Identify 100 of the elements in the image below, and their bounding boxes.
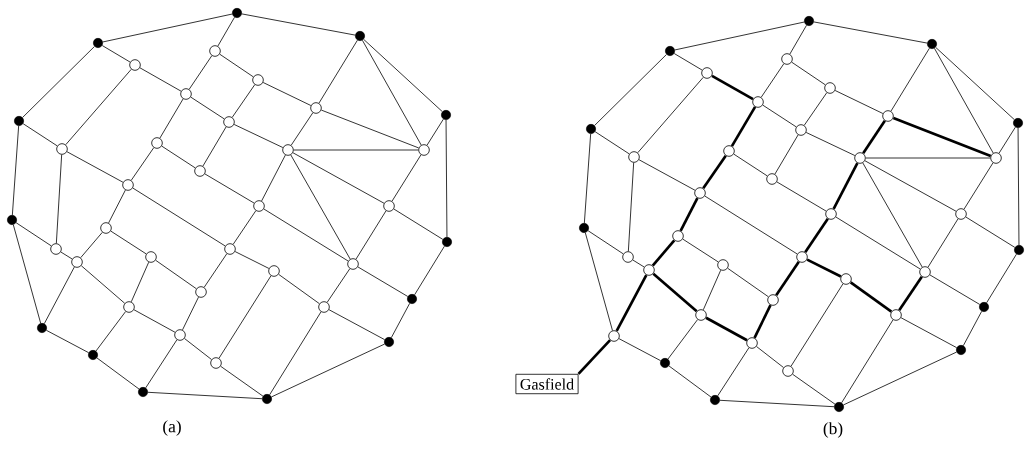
- connector-line: [110, 230, 147, 255]
- filled-node: [586, 124, 596, 134]
- open-node: [71, 256, 83, 268]
- connector-line: [1017, 127, 1020, 246]
- connector-line: [618, 338, 662, 362]
- connector-line: [233, 124, 284, 148]
- open-node: [318, 301, 330, 313]
- connector-line: [60, 251, 73, 260]
- connector-line: [583, 133, 592, 224]
- connector-line: [271, 343, 385, 398]
- connector-line: [328, 309, 386, 341]
- open-node: [50, 243, 62, 255]
- connector-line: [292, 152, 385, 204]
- filled-node: [442, 237, 452, 247]
- open-node: [796, 251, 808, 263]
- connector-line: [231, 84, 256, 118]
- open-node: [209, 45, 221, 57]
- filled-node: [927, 39, 937, 49]
- connector-line: [594, 54, 667, 126]
- connector-line: [102, 13, 233, 43]
- connector-line: [101, 45, 131, 63]
- open-node: [608, 330, 620, 342]
- connector-line: [65, 68, 132, 146]
- open-node: [100, 222, 112, 234]
- connector-line: [363, 38, 443, 113]
- filled-node: [579, 223, 589, 233]
- connector-line: [234, 251, 270, 269]
- open-node: [122, 179, 134, 191]
- connector-line: [55, 154, 63, 244]
- connector-line: [674, 21, 805, 51]
- open-node: [694, 187, 706, 199]
- connector-line: [702, 154, 727, 190]
- connector-line: [95, 311, 126, 352]
- connector-line: [929, 274, 981, 305]
- connector-line: [261, 154, 286, 202]
- connector-line: [762, 104, 797, 128]
- connector-line: [362, 39, 422, 146]
- connector-line: [241, 13, 356, 36]
- connector-line: [719, 399, 835, 408]
- connector-line: [711, 74, 754, 101]
- filled-node: [1014, 245, 1024, 255]
- connector-line: [80, 265, 126, 304]
- connector-line: [22, 123, 58, 147]
- filled-node: [355, 31, 365, 41]
- open-node: [955, 208, 967, 220]
- connector-line: [898, 276, 923, 311]
- connector-line: [232, 210, 257, 245]
- connector-line: [803, 92, 828, 126]
- connector-line: [792, 373, 836, 405]
- open-node: [129, 59, 141, 71]
- open-node: [840, 273, 852, 285]
- open-node: [854, 152, 866, 164]
- connector-line: [130, 261, 150, 303]
- connector-line: [775, 261, 800, 296]
- connector-line: [673, 53, 703, 71]
- connector-line: [717, 347, 750, 397]
- filled-node: [14, 116, 24, 126]
- connector-line: [130, 147, 155, 181]
- connector-line: [962, 310, 983, 347]
- connector-line: [320, 109, 420, 149]
- connector-line: [133, 309, 176, 333]
- open-node: [781, 53, 793, 65]
- connector-line: [965, 216, 1016, 248]
- connector-line: [184, 338, 212, 360]
- open-node: [194, 165, 206, 177]
- connector-line: [202, 126, 227, 167]
- connector-line: [727, 267, 769, 298]
- connector-line: [849, 281, 893, 313]
- open-node: [224, 243, 236, 255]
- connector-line: [357, 266, 409, 297]
- connector-line: [998, 126, 1016, 154]
- connector-line: [791, 61, 826, 86]
- open-node: [643, 264, 655, 276]
- filled-node: [710, 395, 720, 405]
- filled-node: [262, 394, 272, 404]
- filled-node: [979, 302, 989, 312]
- connector-line: [637, 76, 704, 154]
- connector-line: [733, 153, 768, 177]
- connector-line: [890, 47, 930, 112]
- open-node: [628, 151, 640, 163]
- connector-line: [155, 259, 197, 290]
- connector-line: [218, 275, 272, 359]
- connector-line: [190, 96, 225, 120]
- open-node: [253, 200, 265, 212]
- connector-line: [445, 119, 448, 238]
- connector-line: [652, 272, 698, 313]
- connector-line: [627, 162, 635, 252]
- open-node: [145, 251, 157, 263]
- filled-node: [956, 345, 966, 355]
- connector-line: [986, 253, 1017, 304]
- connector-line: [426, 118, 444, 146]
- connector-line: [393, 208, 444, 240]
- connector-line: [269, 311, 322, 396]
- connector-line: [390, 302, 411, 339]
- open-node: [223, 116, 235, 128]
- connector-line: [108, 189, 126, 224]
- open-node: [695, 309, 707, 321]
- filled-node: [665, 46, 675, 56]
- open-node: [347, 258, 359, 270]
- open-node: [123, 301, 135, 313]
